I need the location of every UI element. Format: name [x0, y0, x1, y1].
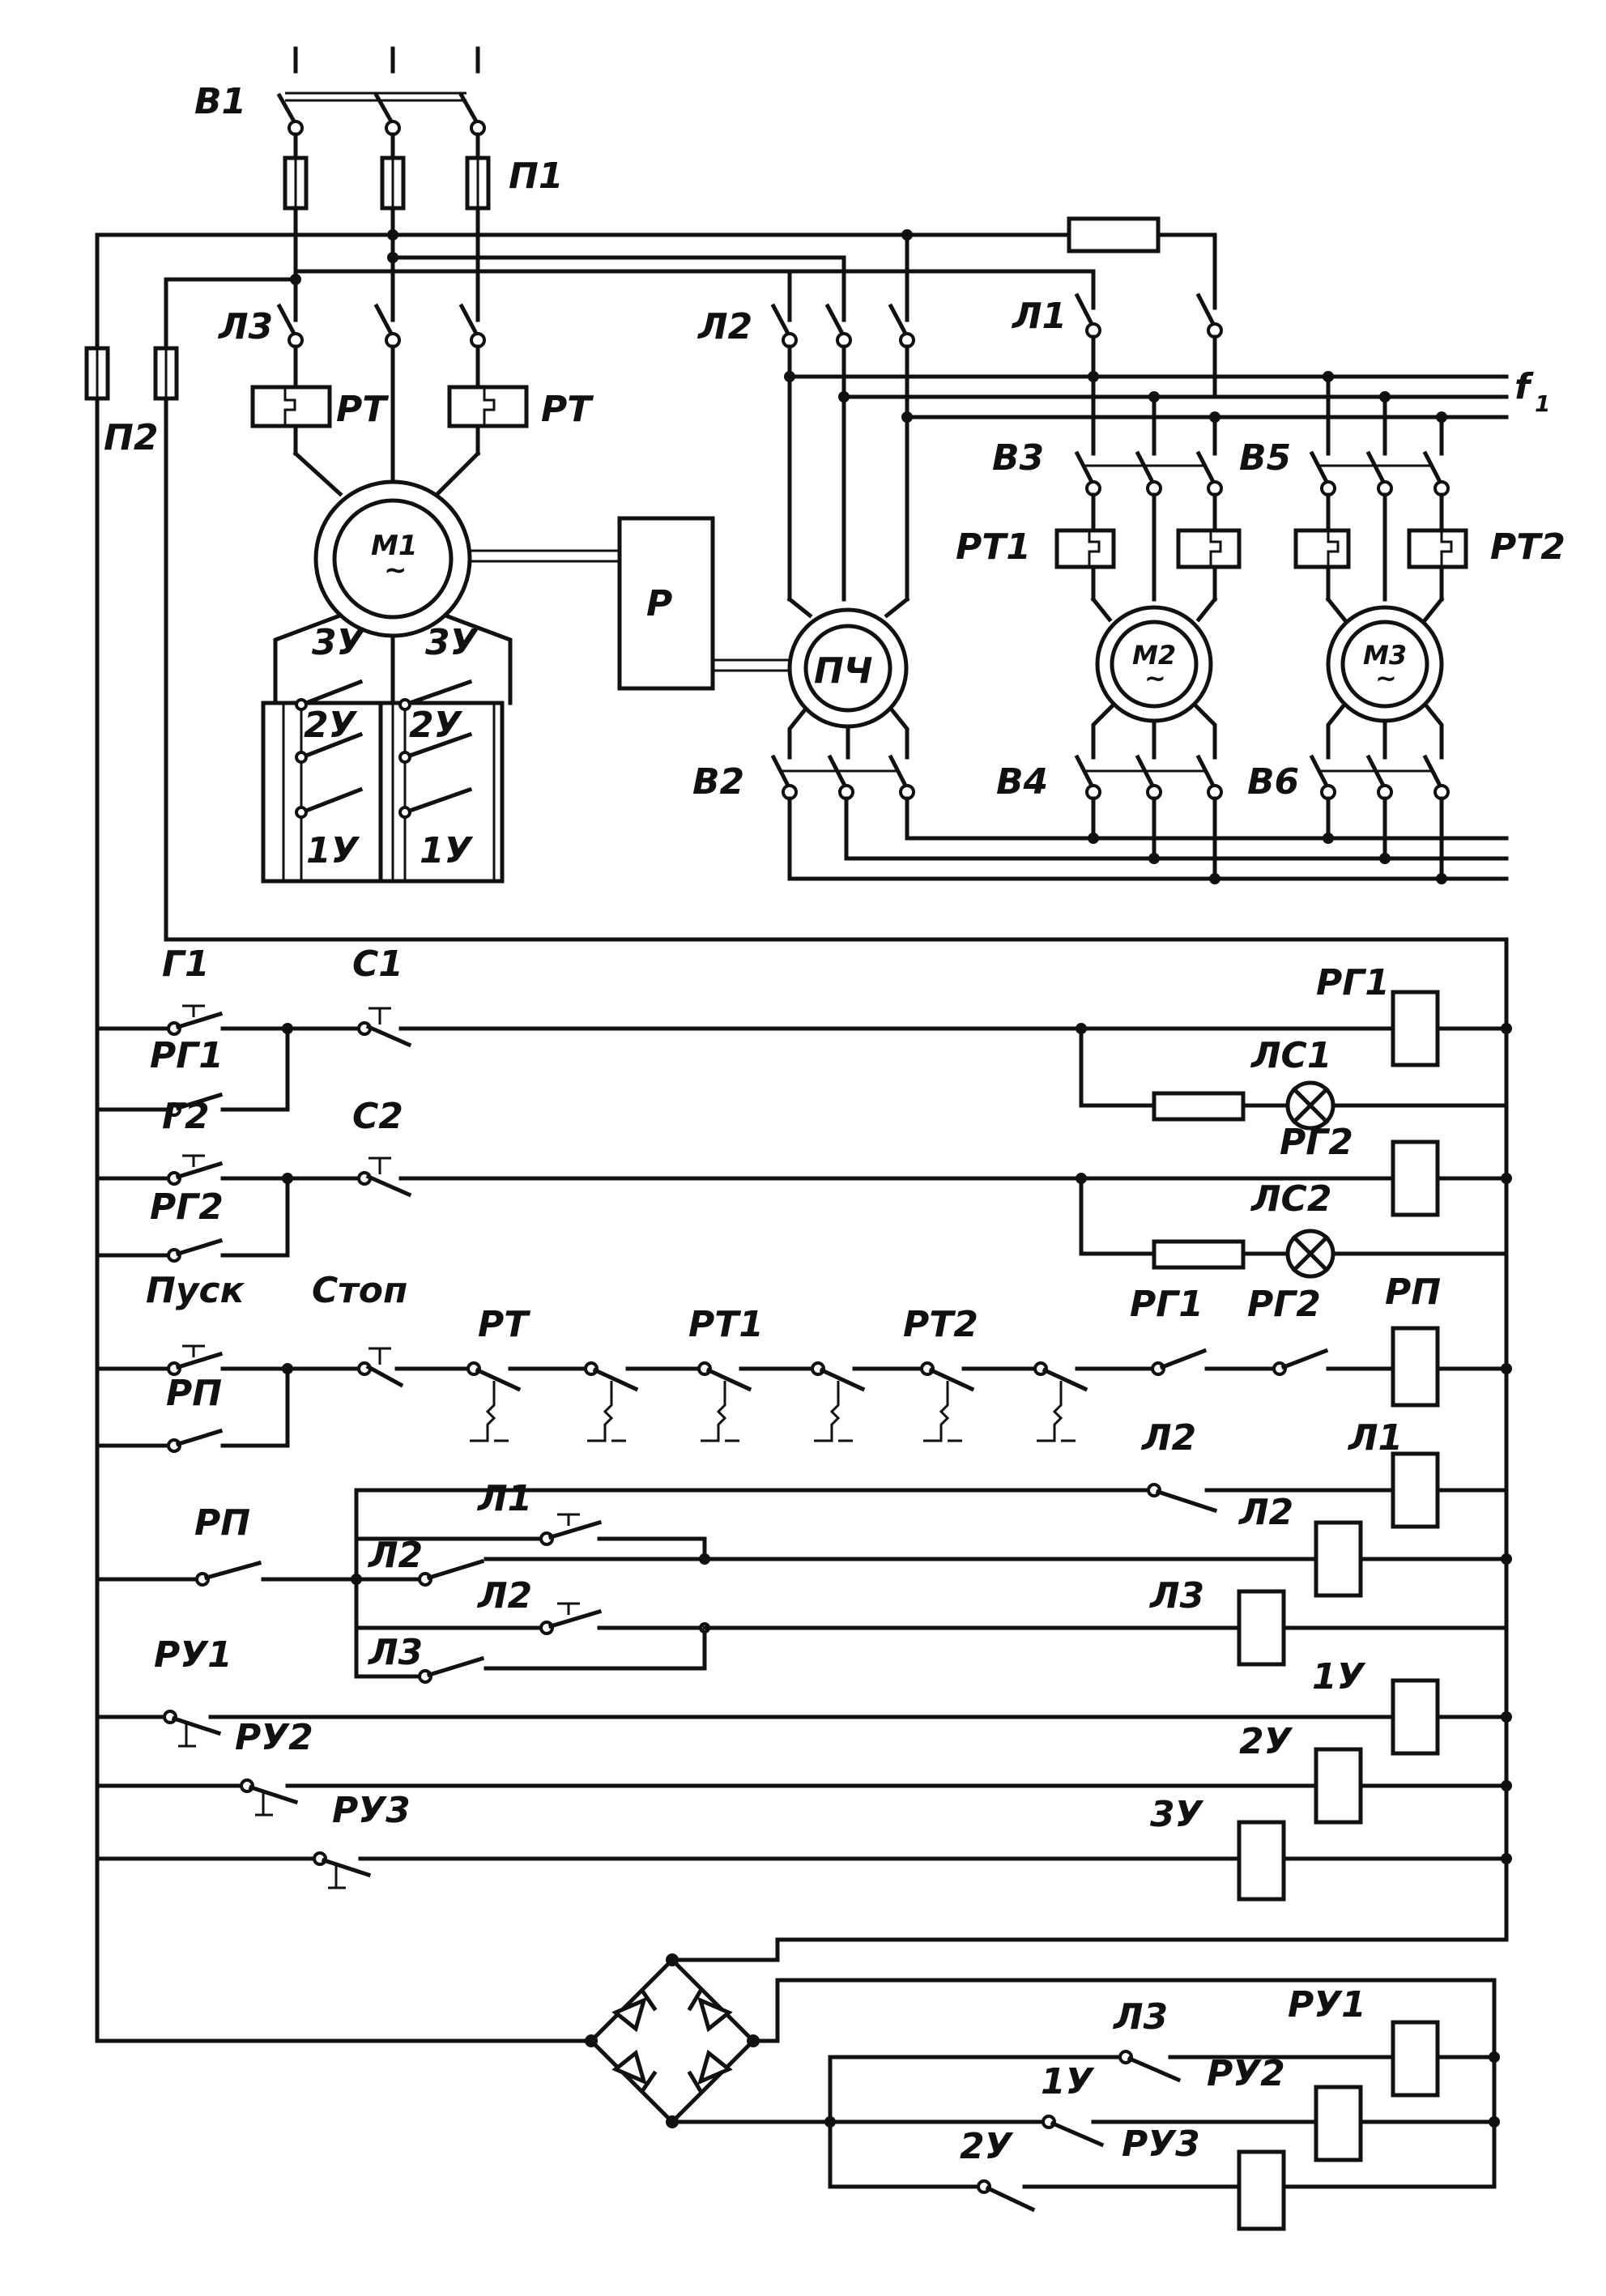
label-g1: Г1 [162, 944, 210, 985]
output-bus-f1 [784, 371, 1509, 456]
rotor-resistors [261, 674, 513, 884]
contactor-l3-main [276, 303, 486, 456]
label-m3-tilde: ~ [1375, 662, 1397, 693]
label-lc1: ЛС1 [1250, 1035, 1331, 1076]
label-p2: П2 [104, 417, 158, 458]
label-rg1-rung3: РГ1 [1130, 1284, 1203, 1325]
regulator-p [617, 516, 790, 691]
switches-b2-b4-b6 [770, 754, 1450, 800]
label-l1-power: Л1 [1011, 296, 1067, 337]
label-b4: В4 [996, 761, 1048, 803]
label-m1-tilde: ~ [384, 554, 407, 586]
rung-g1 [95, 990, 1512, 1131]
label-l3-power: Л3 [217, 306, 273, 347]
label-lc2: ЛС2 [1250, 1178, 1331, 1220]
label-rg2-contact: РГ2 [150, 1186, 224, 1228]
rung-start-stop [95, 1326, 1512, 1453]
motor-m1 [273, 479, 620, 679]
main-switch-b1 [276, 46, 486, 160]
label-rg2-coil: РГ2 [1280, 1122, 1353, 1163]
label-c2: С2 [352, 1096, 403, 1137]
label-2u-dc: 2У [960, 2126, 1014, 2167]
label-m3: М3 [1363, 640, 1407, 671]
label-3u-right: 3У [425, 622, 479, 663]
label-p1: П1 [509, 155, 563, 197]
label-rp-contact: РП [166, 1373, 222, 1414]
label-l1-button: Л1 [476, 1478, 532, 1519]
motor-m2 [1090, 596, 1218, 760]
label-m1: М1 [371, 530, 418, 562]
contactor-l1-main [1074, 292, 1223, 399]
label-l2-nc: Л2 [1140, 1417, 1196, 1459]
label-l3-contact: Л3 [367, 1632, 423, 1673]
label-l3-dc: Л3 [1112, 1996, 1168, 2038]
label-rt-right: РТ [541, 389, 594, 430]
label-f1-sub: 1 [1535, 390, 1550, 417]
label-l3-coil: Л3 [1148, 1575, 1204, 1617]
label-l2-button: Л2 [476, 1575, 532, 1617]
label-ru1: РУ1 [154, 1634, 232, 1676]
motor-m3 [1325, 596, 1445, 760]
label-1u-left: 1У [306, 830, 360, 871]
label-l1-coil: Л1 [1347, 1417, 1403, 1459]
label-b3: В3 [992, 437, 1044, 479]
label-pt2: РТ2 [903, 1304, 978, 1345]
label-b1: В1 [194, 81, 246, 122]
label-stop: Стоп [312, 1270, 407, 1311]
label-ru2: РУ2 [235, 1717, 313, 1758]
label-rg1-coil: РГ1 [1316, 962, 1390, 1003]
contactor-l2-main [770, 303, 915, 602]
label-3u-left: 3У [312, 622, 366, 663]
label-rp-rung4: РП [194, 1502, 250, 1544]
label-rg2-rung3: РГ2 [1247, 1284, 1321, 1325]
label-ru2-coil: РУ2 [1207, 2053, 1285, 2094]
label-f1: f [1514, 366, 1534, 407]
label-b5: В5 [1239, 437, 1291, 479]
rung-contactors [95, 1451, 1512, 1684]
label-pch: ПЧ [814, 650, 872, 692]
label-l2-power: Л2 [697, 306, 752, 347]
fuses-p1 [283, 155, 491, 211]
lower-bus [787, 796, 1509, 884]
label-m2: М2 [1132, 640, 1176, 671]
label-1u-right: 1У [420, 830, 474, 871]
power-bus [95, 206, 1217, 351]
freq-converter [786, 596, 910, 760]
label-3u-coil: 3У [1150, 1794, 1204, 1835]
label-regulator: Р [646, 583, 672, 624]
label-pt: РТ [478, 1304, 530, 1345]
label-2u-left: 2У [304, 705, 358, 746]
rung-stages [95, 1678, 1512, 1902]
rung-g2 [95, 1139, 1512, 1279]
label-m2-tilde: ~ [1144, 662, 1166, 693]
label-b2: В2 [692, 761, 744, 803]
label-2u-right: 2У [409, 705, 463, 746]
label-rt1-power: РТ1 [956, 526, 1031, 568]
label-1u-coil: 1У [1312, 1656, 1366, 1698]
label-1u-dc: 1У [1041, 2061, 1095, 2102]
label-g2: Г2 [162, 1096, 210, 1137]
label-rp-coil: РП [1385, 1272, 1441, 1313]
fuses-p2 [84, 346, 179, 401]
label-ru1-coil: РУ1 [1288, 1984, 1366, 2026]
rectifier-bridge [95, 1937, 1497, 2128]
thermal-relays-rt [250, 385, 529, 497]
label-rg1-contact: РГ1 [150, 1035, 224, 1076]
label-l2-coil: Л2 [1238, 1492, 1293, 1533]
label-pt1: РТ1 [688, 1304, 764, 1345]
label-ru3-coil: РУ3 [1122, 2123, 1200, 2165]
rung-dc [824, 1978, 1500, 2231]
label-c1: С1 [352, 944, 403, 985]
control-circuit: Г1 РГ1 С1 РГ1 ЛС1 Г2 РГ2 С2 РГ2 ЛС2 Пуск… [95, 396, 1512, 2231]
label-l2-contact: Л2 [367, 1535, 423, 1576]
label-rt2-power: РТ2 [1490, 526, 1566, 568]
label-ru3: РУ3 [332, 1790, 411, 1831]
label-rt-left: РТ [336, 389, 389, 430]
label-start: Пуск [146, 1270, 245, 1311]
power-circuit: В1 П1 П2 Л3 РТ РТ Л2 Л1 М1 ~ Р ПЧ М2 ~ М… [84, 46, 1566, 884]
label-2u-coil: 2У [1239, 1721, 1293, 1762]
thermal-relays-rt1-rt2 [1054, 492, 1468, 602]
label-b6: В6 [1247, 761, 1299, 803]
